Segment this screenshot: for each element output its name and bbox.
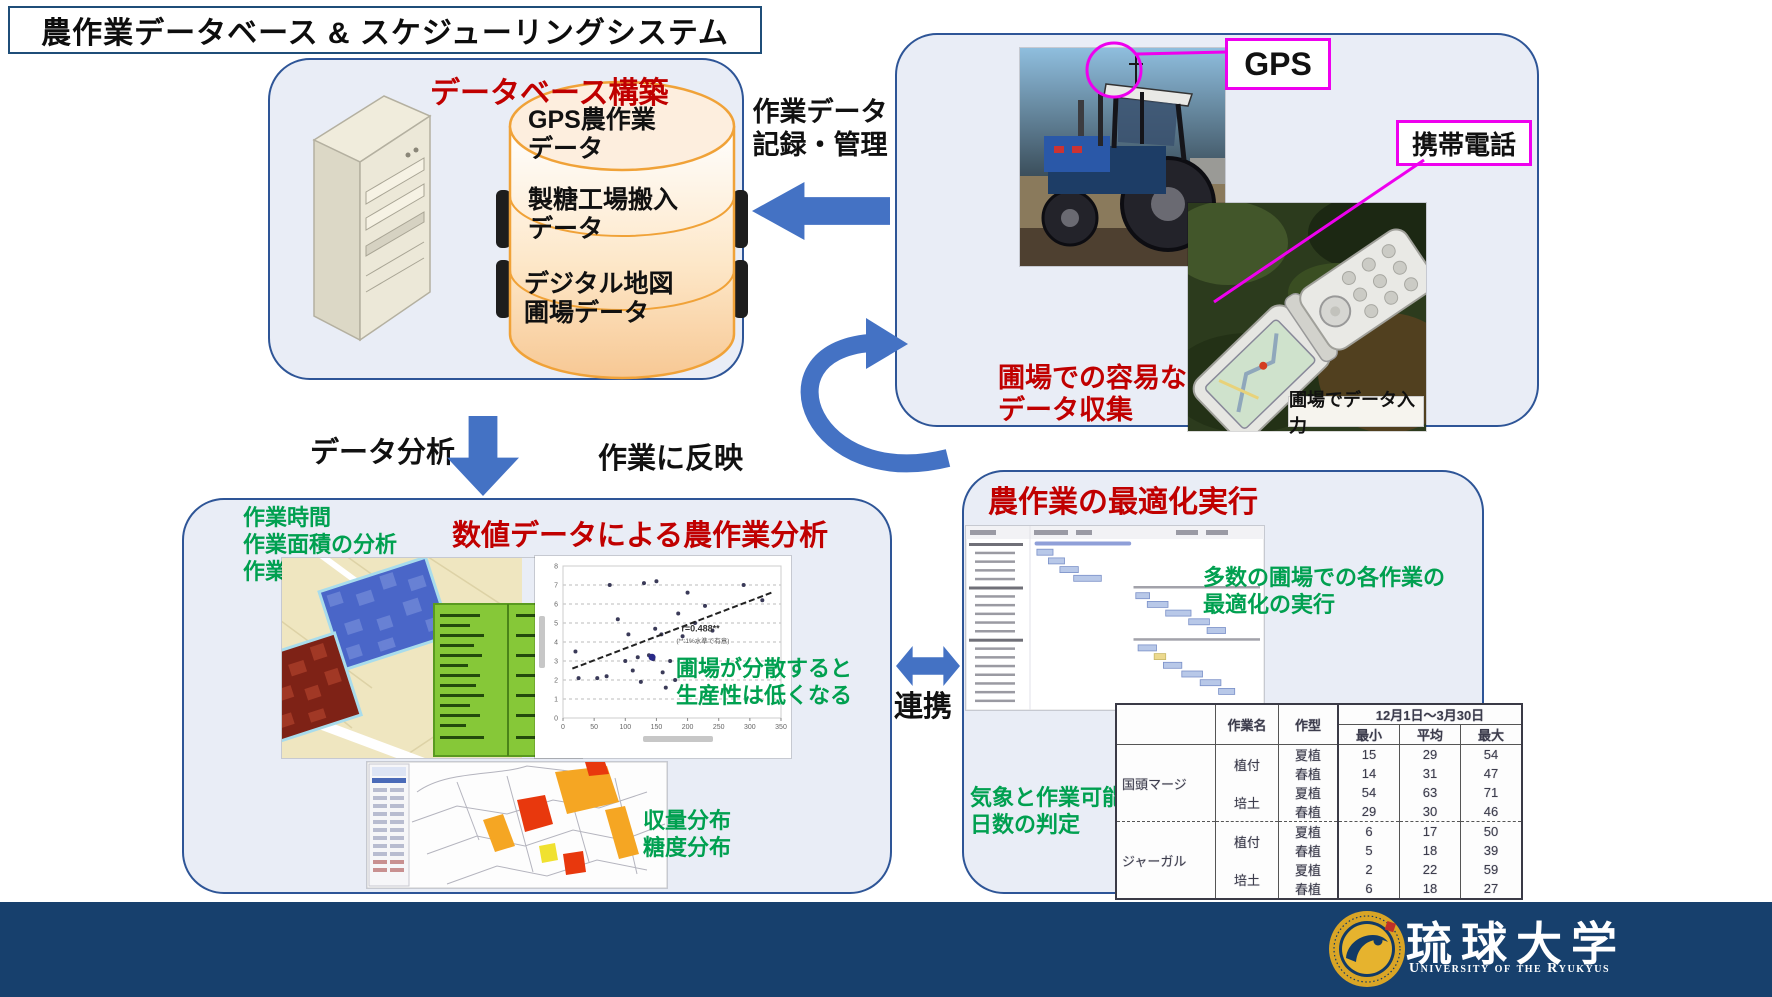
svg-text:8: 8 (554, 564, 558, 571)
field-box-caption: 圃場での容易な データ収集 (998, 363, 1187, 426)
university-seal (1329, 911, 1405, 987)
svg-text:3: 3 (554, 659, 558, 666)
gps-label: GPS (1225, 38, 1331, 90)
mobile-phone-label: 携帯電話 (1396, 120, 1532, 166)
data-analysis-arrow (447, 416, 519, 496)
svg-text:7: 7 (554, 583, 558, 590)
optimize-box-title: 農作業の最適化実行 (988, 486, 1258, 519)
svg-text:4: 4 (554, 640, 558, 647)
db-item-gps: GPS農作業 データ (528, 106, 656, 163)
weather-note: 気象と作業可能 日数の判定 (970, 785, 1125, 837)
svg-text:350: 350 (775, 724, 787, 731)
yield-map-image (367, 762, 667, 888)
distribution-note: 収量分布 糖度分布 (643, 808, 732, 860)
footer-bar (0, 902, 1772, 997)
db-item-map: デジタル地図 圃場データ (524, 270, 674, 327)
scatter-note: 圃場が分散すると 生産性は低くなる (676, 656, 853, 708)
svg-text:0: 0 (554, 716, 558, 723)
svg-text:250: 250 (713, 724, 725, 731)
mobile-phone-label-text: 携帯電話 (1411, 129, 1516, 160)
database-box-title: データベース構築 (430, 77, 669, 110)
cylinder-handle-left-bottom (496, 260, 511, 318)
university-name-en: University of the Ryukyus (1409, 961, 1611, 976)
svg-text:200: 200 (682, 724, 694, 731)
db-item-factory: 製糖工場搬入 データ (528, 186, 679, 243)
link-arrow (896, 646, 960, 686)
svg-text:6: 6 (554, 602, 558, 609)
gps-label-text: GPS (1244, 45, 1312, 82)
record-data-arrow (752, 182, 890, 240)
svg-text:1: 1 (554, 697, 558, 704)
data-analysis-label: データ分析 (310, 437, 456, 469)
optimize-note: 多数の圃場での各作業の 最適化の実行 (1203, 565, 1446, 617)
phone-photo-caption-text: 圃場でデータ入力 (1289, 389, 1415, 436)
phone-photo-caption: 圃場でデータ入力 (1288, 390, 1424, 436)
record-manage-label: 作業データ 記録・管理 (752, 97, 888, 160)
reflect-label: 作業に反映 (598, 443, 744, 475)
yield-map-legend-panel (368, 763, 410, 887)
svg-text:r=0.488**: r=0.488** (681, 624, 720, 634)
svg-text:50: 50 (590, 724, 598, 731)
svg-text:(**:1%水準で有意): (**:1%水準で有意) (676, 636, 729, 645)
page-title: 農作業データベース & スケジューリングシステム (8, 6, 762, 54)
university-name-jp: 琉球大学 (1406, 919, 1626, 970)
svg-text:5: 5 (554, 621, 558, 628)
scatter-plot: 0 1 2 3 4 5 6 7 8 0 50 100 150 200 250 300 350 r=0.488** (… (535, 556, 791, 758)
database-cylinder (496, 80, 748, 380)
svg-text:300: 300 (744, 724, 756, 731)
link-label: 連携 (894, 691, 953, 723)
page-title-text: 農作業データベース & スケジューリングシステム (41, 17, 729, 50)
svg-text:0: 0 (561, 724, 565, 731)
cylinder-handle-right-top (733, 190, 748, 248)
svg-text:100: 100 (619, 724, 631, 731)
computer-tower-image (312, 95, 432, 342)
svg-text:150: 150 (651, 724, 663, 731)
cylinder-handle-left-top (496, 190, 511, 248)
analysis-box-title: 数値データによる農作業分析 (452, 520, 829, 552)
cylinder-handle-right-bottom (733, 260, 748, 318)
svg-text:2: 2 (554, 678, 558, 685)
gantt-chart-image (966, 526, 1264, 710)
